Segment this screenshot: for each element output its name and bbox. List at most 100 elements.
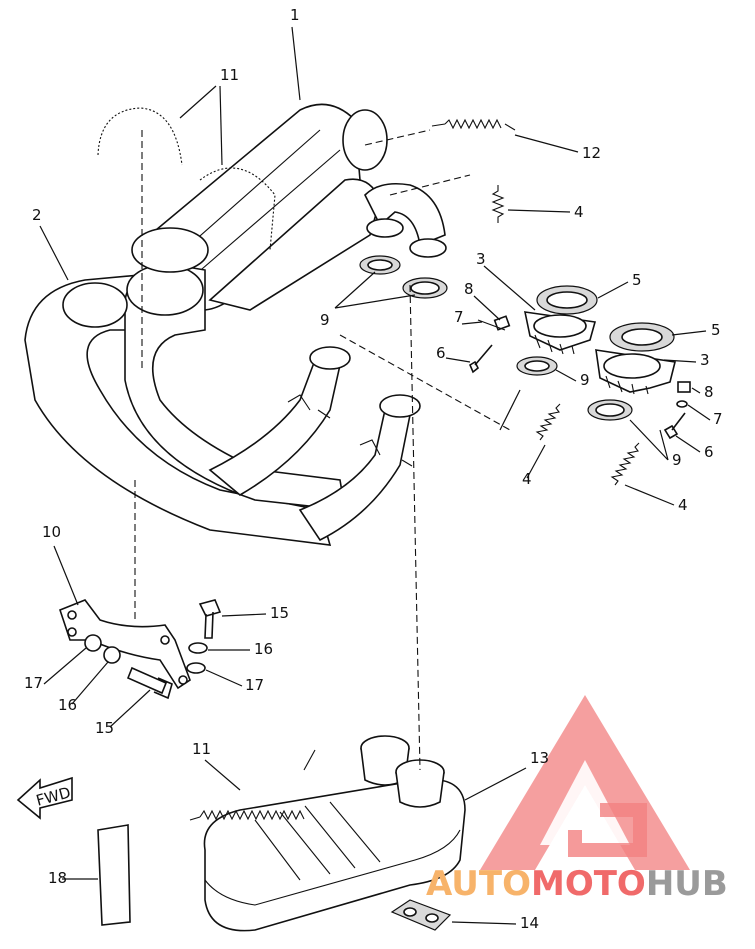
spring-12 — [431, 118, 516, 131]
hose-11-upper — [97, 107, 183, 166]
spring-11-lower — [189, 749, 316, 821]
gasket-9-mid-hole — [524, 360, 550, 372]
leader-11-b — [219, 85, 223, 166]
elbow-outlet-right — [409, 238, 447, 258]
muffler-end-cap — [342, 109, 388, 171]
leader-4-mid — [526, 444, 546, 479]
watermark-logo — [480, 695, 690, 870]
watermark-g-mark — [568, 803, 647, 857]
leader-12 — [514, 134, 579, 153]
callout-11-1: 11 — [220, 66, 239, 84]
callout-18-29: 18 — [48, 869, 67, 887]
callout-4-19: 4 — [678, 496, 688, 514]
callout-13-28: 13 — [530, 749, 549, 767]
callout-17-24: 17 — [245, 676, 264, 694]
header-port-left — [309, 346, 351, 370]
callout-3-5: 3 — [476, 250, 486, 268]
callout-4-18: 4 — [522, 470, 532, 488]
elbow-outlet-left — [366, 218, 404, 238]
align-line-3 — [409, 284, 421, 771]
leader-9-d — [629, 419, 669, 461]
header-collar-3 — [131, 227, 209, 273]
bolt-15-upper — [198, 599, 222, 639]
spring-4-lower — [610, 442, 640, 486]
damper-14 — [390, 899, 452, 931]
watermark-text: AUTOMOTOHUB — [426, 864, 728, 904]
callout-11-27: 11 — [192, 740, 211, 758]
bracket-fasteners — [84, 599, 222, 700]
header-pipes — [24, 227, 421, 546]
callout-14-30: 14 — [520, 914, 539, 932]
leader-5-a — [597, 281, 629, 299]
silencer-bottom-seam — [204, 829, 461, 906]
align-line-6 — [339, 334, 511, 431]
callout-12-3: 12 — [582, 144, 601, 162]
header-flange-left — [287, 394, 331, 419]
washer-16-upper — [188, 642, 208, 654]
spring-4-mid — [535, 403, 561, 441]
callout-9-10: 9 — [320, 311, 330, 329]
bolt-6-right — [663, 412, 686, 440]
flange-3-left-threads — [534, 334, 575, 355]
leader-lines — [39, 26, 711, 925]
flange-3-right-bore — [603, 353, 661, 379]
leader-11-a — [179, 85, 217, 119]
bracket-hole-1 — [67, 610, 77, 620]
alignment-lines — [134, 129, 511, 771]
washer-17-upper — [186, 662, 206, 674]
callout-16-25: 16 — [58, 696, 77, 714]
callout-9-16: 9 — [672, 451, 682, 469]
leader-9-b — [555, 369, 577, 382]
leader-8-a — [473, 295, 501, 321]
bolt-15-lower — [126, 666, 173, 700]
leader-1 — [291, 26, 301, 101]
bracket-plate — [59, 599, 191, 690]
callout-6-17: 6 — [704, 443, 714, 461]
bolt-6-left — [468, 344, 493, 374]
watermark-text-auto: AUTO — [426, 864, 531, 904]
watermark-text-moto: MOTO — [531, 864, 646, 904]
header-pipe-outer — [24, 274, 332, 546]
callout-1-0: 1 — [290, 6, 300, 24]
leader-8-b — [691, 387, 701, 394]
callout-10-20: 10 — [42, 523, 61, 541]
leader-15-lower — [109, 689, 151, 728]
leader-15-upper — [221, 613, 267, 617]
callout-16-22: 16 — [254, 640, 273, 658]
gasket-9-upper-left-hole — [367, 259, 393, 271]
leader-4-lower — [624, 484, 675, 506]
callout-8-7: 8 — [464, 280, 474, 298]
callout-5-6: 5 — [632, 271, 642, 289]
leader-14 — [451, 921, 517, 925]
leader-17-left — [43, 647, 87, 685]
header-port-right — [379, 394, 421, 418]
leader-9-a — [334, 271, 416, 309]
leader-10 — [53, 545, 79, 606]
leader-6-a — [445, 357, 471, 363]
callout-7-8: 7 — [454, 308, 464, 326]
leader-9-c — [499, 389, 521, 431]
callout-4-4: 4 — [574, 203, 584, 221]
washer-7-left — [477, 319, 506, 331]
leader-7-b — [687, 404, 711, 421]
bracket-hole-4 — [178, 675, 188, 685]
leader-4-top — [507, 209, 571, 213]
silencer-body — [203, 778, 466, 932]
silencer-ridges — [254, 801, 381, 881]
header-pipe-front-right — [298, 409, 411, 542]
leader-16-lower — [71, 661, 109, 705]
leader-17-right — [205, 669, 243, 687]
callout-2-2: 2 — [32, 206, 42, 224]
align-line-5 — [389, 174, 471, 196]
header-pipe-front-left — [208, 359, 341, 496]
fasteners-right — [663, 381, 691, 440]
align-line-4 — [364, 129, 431, 146]
watermark-text-hub: HUB — [646, 864, 728, 904]
callout-15-26: 15 — [95, 719, 114, 737]
header-flange-right — [359, 439, 413, 467]
callout-17-23: 17 — [24, 674, 43, 692]
fwd-arrow-shape — [16, 776, 73, 820]
washer-7-right — [676, 400, 688, 408]
